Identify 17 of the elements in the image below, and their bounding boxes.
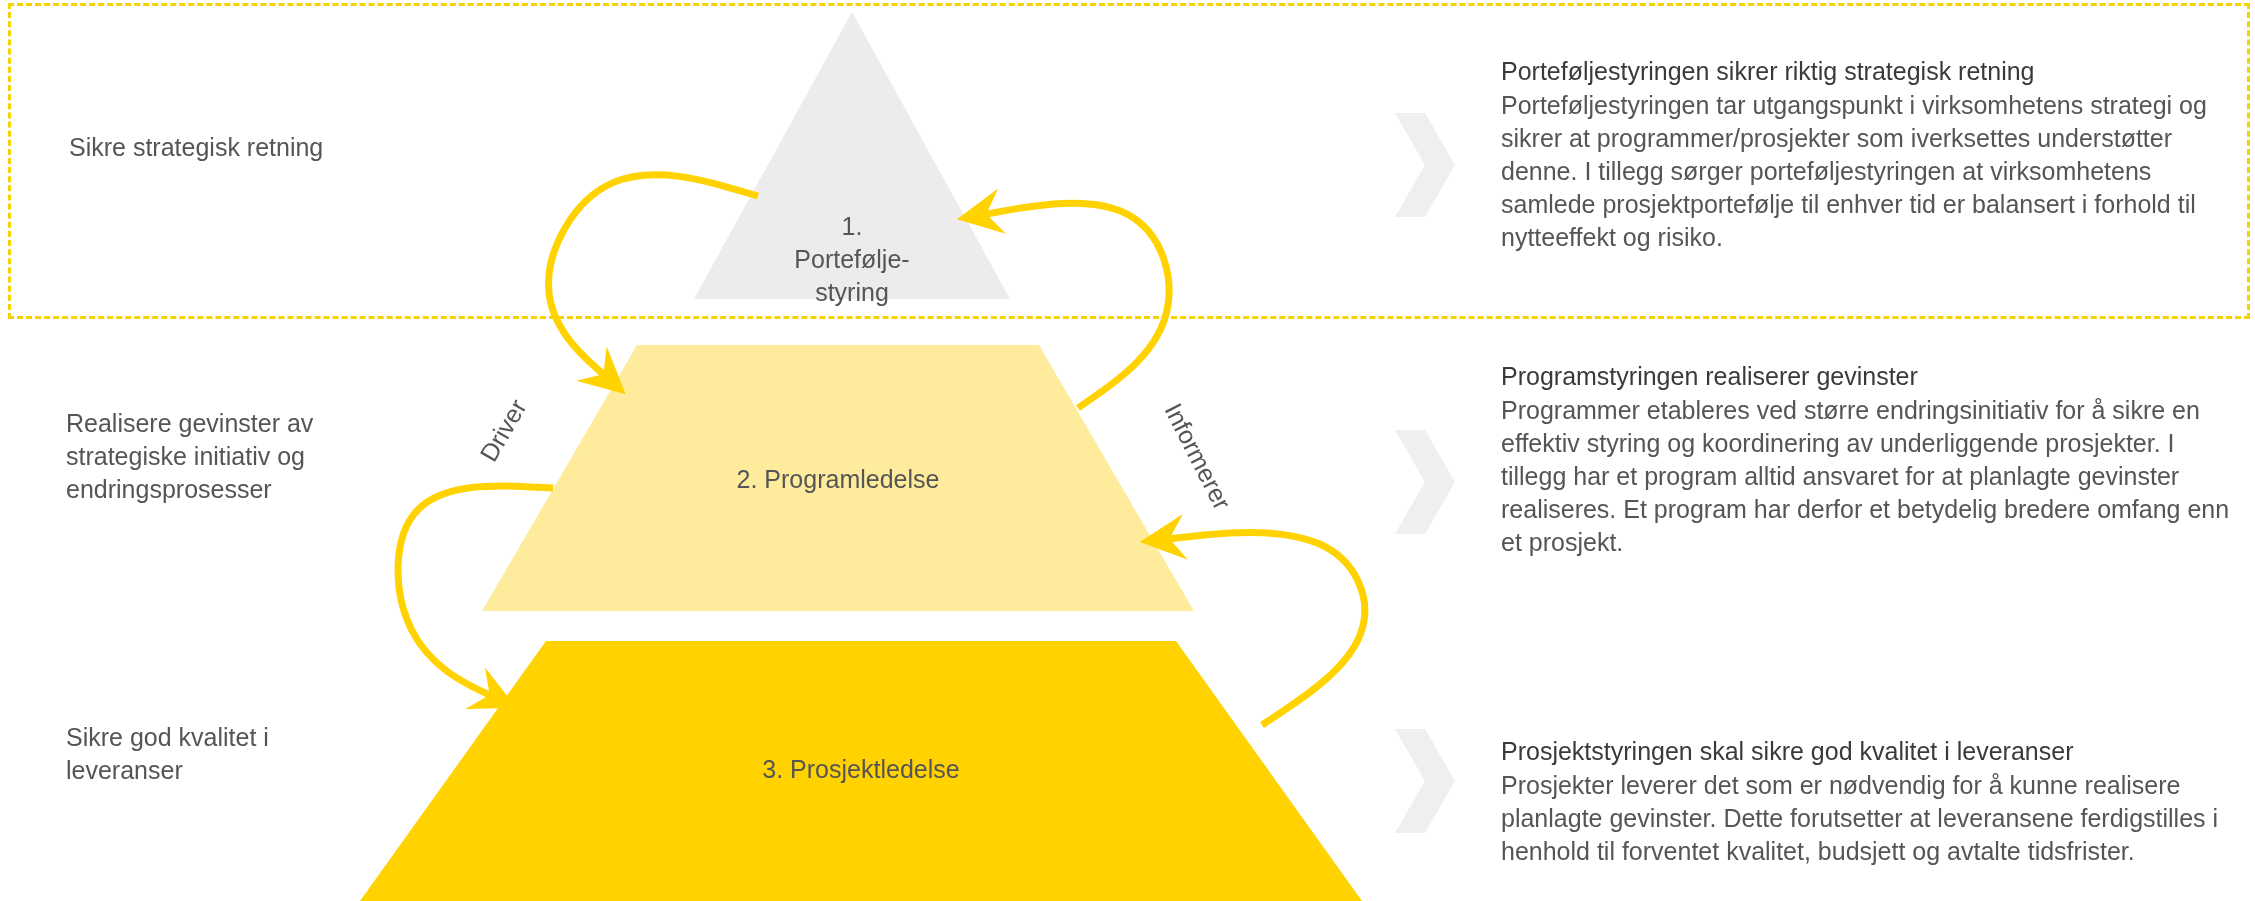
curved-arrow xyxy=(394,482,554,709)
curved-arrow xyxy=(956,188,1173,411)
layer-label: 2. Programledelse xyxy=(735,464,941,495)
row-label: Sikre god kvalitet i leveranser xyxy=(66,722,270,786)
layer-label: 1. Portefølje- styring xyxy=(793,211,911,308)
row-label: Realisere gevinster av strategiske initiativ og endringsprosesser xyxy=(66,408,315,505)
description-paragraph: Prosjekter leverer det som er nødvendig for å kunne realisere planlagte gevinster. Dette forutsetter at leveransene ferdigstilles i henhold til forventet kvalitet, budsjett og avtalte tidsfrister. xyxy=(1501,770,2220,867)
section-heading: Prosjektstyringen skal sikre god kvalitet i leveranser xyxy=(1501,736,2075,767)
section-heading: Programstyringen realiserer gevinster xyxy=(1501,361,1919,392)
section-heading: Porteføljestyringen sikrer riktig strategisk retning xyxy=(1501,56,2036,87)
description-paragraph: Porteføljestyringen tar utgangspunkt i virksomhetens strategi og sikrer at programmer/prosjekter som iverksettes understøtter denne. I tillegg sørger porteføljestyringen at virksomhetens samlede prosjektportefølje til enhver tid er balansert i forhold til nytteeffekt og risiko. xyxy=(1501,90,2208,253)
dashed-band xyxy=(8,3,2250,319)
layer-label: 3. Prosjektledelse xyxy=(761,754,961,785)
curved-arrow xyxy=(545,171,759,395)
row-label: Sikre strategisk retning xyxy=(69,132,325,163)
description-paragraph: Programmer etableres ved større endringsinitiativ for å sikre en effektiv styring og koordinering av underliggende prosjekter. I tillegg har et program alltid ansvaret for at planlagte gevinster realiseres. Et program har derfor et betydelig bredere omfang enn et prosjekt. xyxy=(1501,395,2231,558)
curved-arrow xyxy=(1139,514,1369,728)
